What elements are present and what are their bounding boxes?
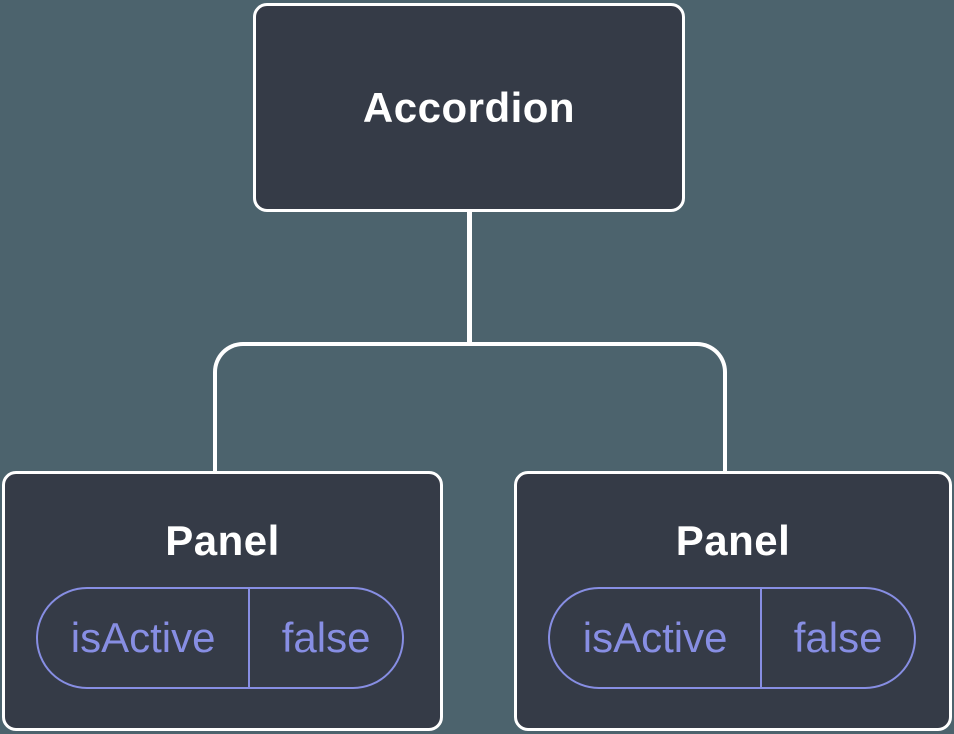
panel-1-state-pill: isActive false xyxy=(36,587,404,689)
tree-node-accordion: Accordion xyxy=(253,3,685,212)
panel-1-label: Panel xyxy=(165,517,280,564)
connector-branch-bracket xyxy=(213,342,727,472)
connector-root-stem xyxy=(467,211,472,345)
tree-node-panel-2: Panel isActive false xyxy=(514,471,952,731)
tree-node-panel-1: Panel isActive false xyxy=(2,471,443,731)
panel-2-state-pill: isActive false xyxy=(548,587,916,689)
panel-1-state-name: isActive xyxy=(38,589,251,687)
panel-1-state-value: false xyxy=(281,614,371,661)
accordion-node-label: Accordion xyxy=(362,83,576,131)
panel-2-state-value: false xyxy=(793,614,883,661)
panel-2-state-name: isActive xyxy=(550,589,763,687)
panel-2-label: Panel xyxy=(675,517,791,564)
